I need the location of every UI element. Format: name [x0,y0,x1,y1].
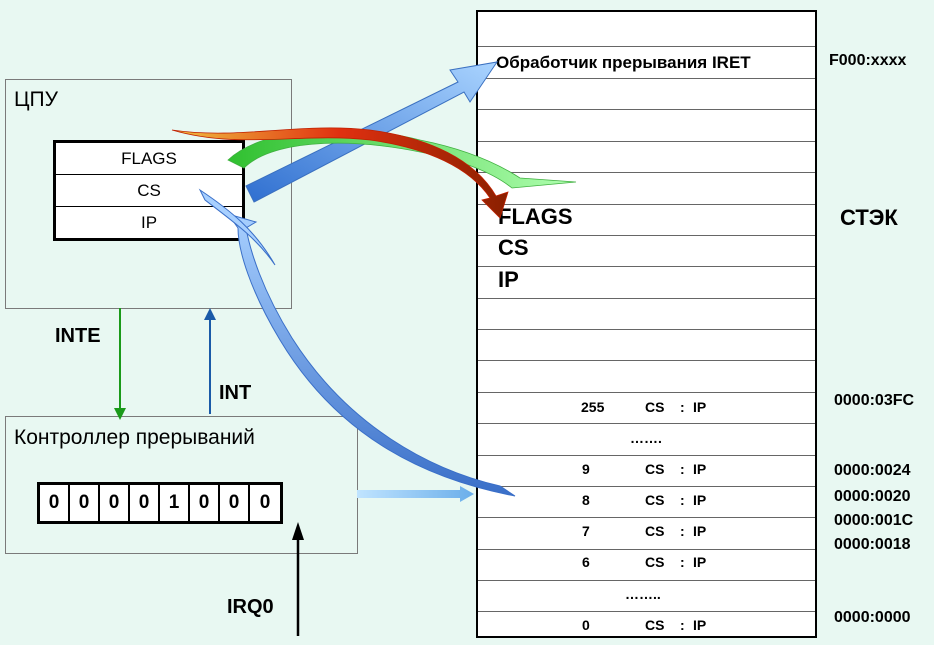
irq-bit: 0 [259,492,271,513]
controller-to-vector-arrow [357,486,474,502]
vector-sep: : [680,492,685,508]
vector-ellipsis: …….. [625,586,661,602]
memory-row-divider [478,298,815,299]
irq-bit: 0 [130,485,160,521]
memory-row-divider [478,580,815,581]
vector-number: 255 [581,399,605,415]
inte-arrow [114,308,126,420]
vector-number: 0 [582,617,590,633]
memory-row-divider [478,423,815,424]
irq-bit: 0 [220,485,250,521]
memory-row-divider [478,109,815,110]
vector-number: 9 [582,461,590,477]
vector-cs: CS [645,399,665,415]
memory-row-divider [478,517,815,518]
inte-label: INTE [55,325,101,347]
cpu-register-table: FLAGS CS IP [53,140,245,241]
vector-ip: IP [693,399,707,415]
address-label: 0000:03FC [834,392,915,409]
irq-bit: 0 [70,485,100,521]
vector-sep: : [680,523,685,539]
vector-ip: IP [693,617,707,633]
handler-address: F000:xxxx [829,52,907,69]
memory-row-divider [478,172,815,173]
memory-row-divider [478,611,815,612]
memory-row-divider [478,266,815,267]
address-label: 0000:0024 [834,462,911,479]
address-label: 0000:001C [834,512,914,529]
vector-cs: CS [645,617,665,633]
irq0-label: IRQ0 [227,596,274,618]
vector-sep: : [680,399,685,415]
vector-ip: IP [693,492,707,508]
irq-bit: 0 [100,485,130,521]
memory-column [476,10,817,638]
memory-row-divider [478,204,815,205]
address-label: 0000:0020 [834,488,911,505]
register-ip: IP [140,213,158,232]
stack-item-ip: IP [498,267,519,292]
cpu-title: ЦПУ [14,88,58,111]
vector-cs: CS [645,554,665,570]
memory-row-divider [478,455,815,456]
vector-number: 8 [582,492,590,508]
vector-cs: CS [645,461,665,477]
vector-ip: IP [693,461,707,477]
controller-title: Контроллер прерываний [14,426,255,449]
memory-row-divider [478,360,815,361]
memory-row-divider [478,46,815,47]
vector-ip: IP [693,523,707,539]
vector-ellipsis: ……. [630,430,662,446]
stack-label: СТЭК [840,205,898,230]
memory-row-divider [478,78,815,79]
vector-sep: : [680,617,685,633]
memory-row-divider [478,141,815,142]
memory-row-divider [478,329,815,330]
memory-row-divider [478,235,815,236]
memory-row-divider [478,392,815,393]
irq-bit: 0 [40,485,70,521]
address-label: 0000:0000 [834,609,911,626]
vector-cs: CS [645,492,665,508]
irq-bit: 0 [190,485,220,521]
handler-label: Обработчик прерывания IRET [496,53,751,72]
vector-ip: IP [693,554,707,570]
address-label: 0000:0018 [834,536,911,553]
vector-number: 7 [582,523,590,539]
memory-row-divider [478,549,815,550]
vector-cs: CS [645,523,665,539]
register-cs: CS [56,175,242,207]
vector-sep: : [680,461,685,477]
stack-item-flags: FLAGS [498,204,573,229]
vector-number: 6 [582,554,590,570]
int-label: INT [219,382,252,404]
int-arrow [204,308,216,414]
irq-bit-register: 0 0 0 0 1 0 0 0 [37,482,283,524]
register-flags: FLAGS [56,143,242,175]
irq-bit: 1 [160,485,190,521]
memory-row-divider [478,486,815,487]
vector-sep: : [680,554,685,570]
stack-item-cs: CS [498,235,529,260]
